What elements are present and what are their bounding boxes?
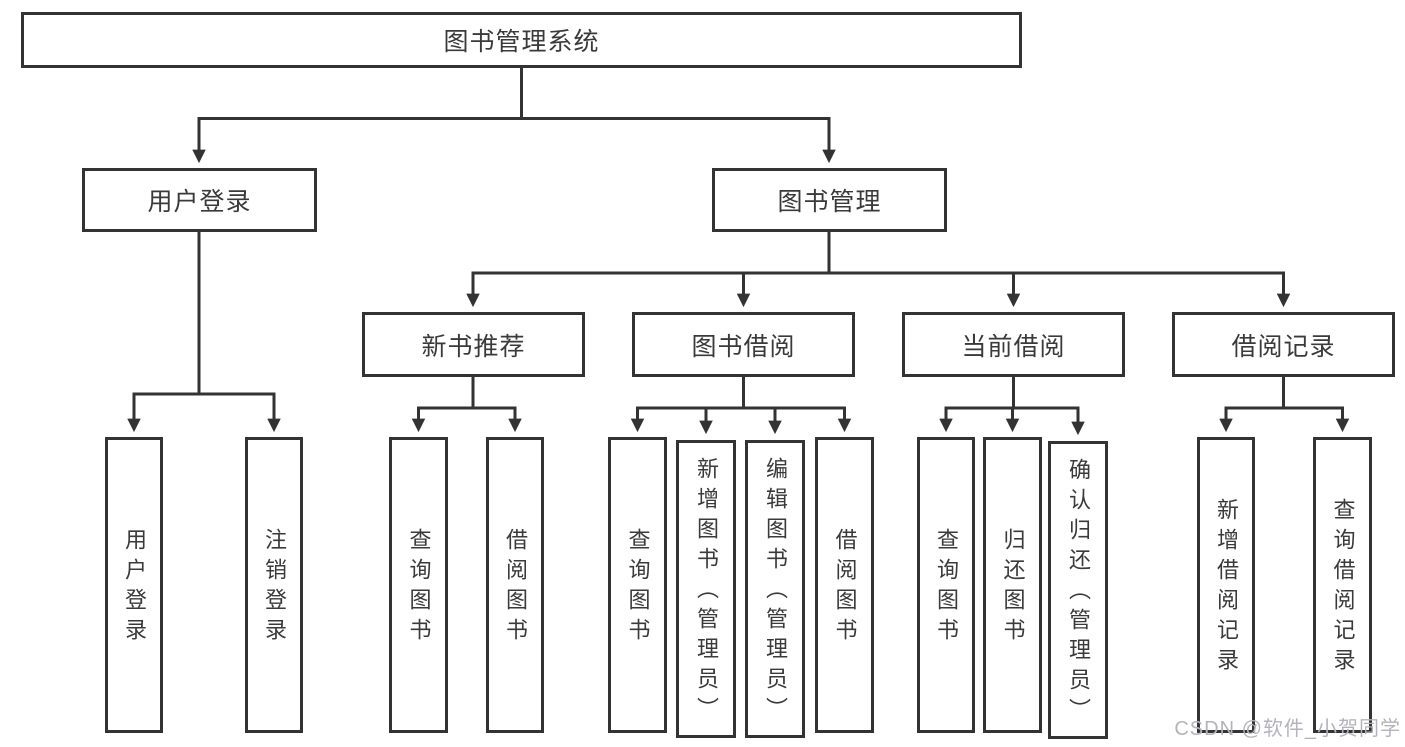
- node-borrowing-records: 借阅记录: [1172, 312, 1395, 377]
- leaf-add-borrow-record: 新增借阅记录: [1197, 437, 1255, 733]
- leaf-edit-books-admin: 编辑图书（管理员）: [745, 440, 805, 738]
- node-new-book-recommendation: 新书推荐: [362, 312, 585, 377]
- leaf-logout: 注销登录: [245, 437, 303, 733]
- leaf-add-books-admin: 新增图书（管理员）: [676, 440, 736, 738]
- leaf-query-books-recommend: 查询图书: [389, 437, 448, 733]
- leaf-return-books: 归还图书: [983, 437, 1042, 733]
- watermark-text: CSDN @软件_小贺同学: [1174, 718, 1401, 740]
- node-book-management: 图书管理: [712, 168, 947, 232]
- leaf-borrow-books-recommend: 借阅图书: [486, 437, 544, 733]
- leaf-borrow-books: 借阅图书: [815, 437, 874, 733]
- leaf-user-login: 用户登录: [105, 437, 163, 733]
- leaf-query-books-current: 查询图书: [917, 437, 975, 733]
- node-current-borrowing: 当前借阅: [902, 312, 1125, 377]
- leaf-query-books-borrow: 查询图书: [608, 437, 667, 733]
- node-user-login: 用户登录: [82, 168, 317, 232]
- leaf-query-borrow-record: 查询借阅记录: [1313, 437, 1372, 733]
- leaf-confirm-return-admin: 确认归还（管理员）: [1048, 441, 1108, 739]
- node-book-borrowing: 图书借阅: [632, 312, 855, 377]
- node-library-management-system: 图书管理系统: [21, 12, 1022, 68]
